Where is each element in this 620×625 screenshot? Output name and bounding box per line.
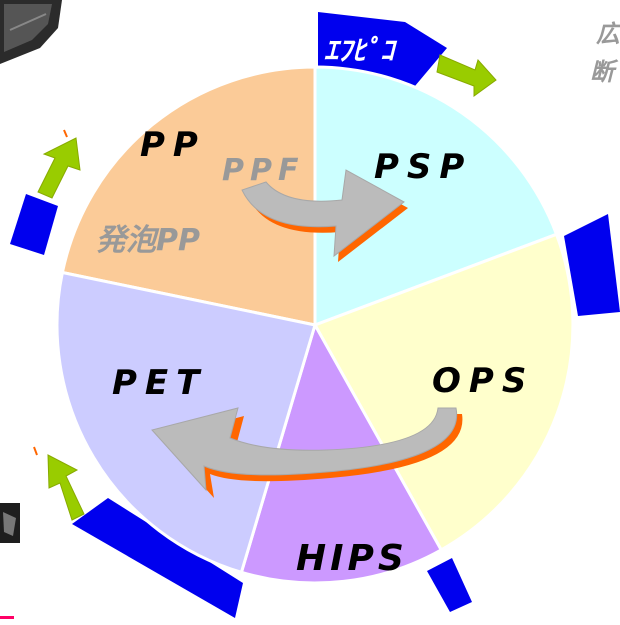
bottom-left-blue-band <box>72 498 243 618</box>
segment-pp <box>60 65 317 327</box>
bottom-left-photo <box>0 503 20 543</box>
label-pet: PET <box>112 363 207 403</box>
pie-chart <box>55 65 575 585</box>
label-psp: PSP <box>374 147 472 187</box>
outer-blue-bands <box>10 12 620 618</box>
label-foam-pp: 発泡PP <box>96 223 200 258</box>
left-blue-band <box>10 194 58 255</box>
bottom-left-pink-mark <box>0 616 14 619</box>
green-arrow-top-right <box>436 54 497 97</box>
label-ppf: PPF <box>222 153 304 188</box>
segment-psp <box>313 65 558 327</box>
label-ops: OPS <box>432 361 534 401</box>
label-pp: PP <box>140 125 206 165</box>
top-band-label: ｴﾌﾋﾟｺ <box>324 34 398 67</box>
side-text-line-1: 広 <box>596 20 620 48</box>
label-hips: HIPS <box>296 538 408 579</box>
right-blue-band <box>564 214 620 316</box>
green-arrows <box>37 54 497 521</box>
curved-arrow-pp-to-psp <box>241 169 408 262</box>
top-blue-band <box>318 12 447 86</box>
side-text-line-2: 断 <box>590 58 619 86</box>
bottom-right-blue-band <box>427 558 472 612</box>
green-arrow-upper-left <box>37 137 81 199</box>
segment-ops <box>313 232 575 552</box>
green-arrow-lower-left <box>47 454 85 521</box>
orange-ticks <box>33 129 68 456</box>
top-left-photo <box>0 0 62 64</box>
curved-arrow-ops-to-pet <box>151 407 463 498</box>
